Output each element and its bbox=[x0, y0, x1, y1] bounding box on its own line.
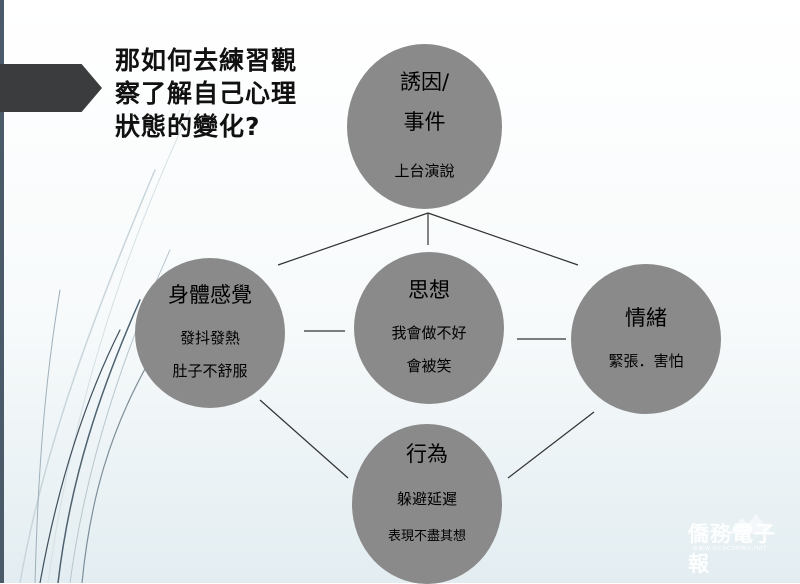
node-body-line: 肚子不舒服 bbox=[172, 362, 248, 380]
node-trigger-heading2: 事件 bbox=[403, 110, 446, 134]
node-emotion-line: 緊張．害怕 bbox=[608, 351, 684, 370]
node-body-line: 發抖發熱 bbox=[179, 329, 240, 347]
node-behavior-heading: 行為 bbox=[406, 442, 448, 466]
watermark-logo: 僑務電子報 www.ocacnews.net bbox=[688, 512, 788, 576]
arrow-banner bbox=[0, 64, 102, 112]
slide-title: 那如何去練習觀 察了解自己心理 狀態的變化? bbox=[115, 46, 298, 141]
node-behavior-line: 表現不盡其想 bbox=[387, 529, 466, 544]
node-trigger-event: 誘因/ 事件 上台演說 bbox=[347, 44, 502, 209]
node-emotion-heading: 情緒 bbox=[625, 305, 667, 330]
watermark-url: www.ocacnews.net bbox=[692, 544, 767, 552]
node-body-heading: 身體感覺 bbox=[168, 283, 252, 307]
node-emotion: 情緒 緊張．害怕 bbox=[571, 264, 721, 414]
node-thought: 思想 我會做不好 會被笑 bbox=[354, 252, 504, 404]
node-thought-line: 我會做不好 bbox=[391, 324, 467, 342]
node-trigger-detail: 上台演說 bbox=[394, 162, 455, 180]
node-body-sensation: 身體感覺 發抖發熱 肚子不舒服 bbox=[135, 258, 285, 408]
node-thought-heading: 思想 bbox=[408, 278, 450, 302]
node-behavior: 行為 躲避延遲 表現不盡其想 bbox=[352, 424, 502, 584]
connector-trigger-left bbox=[277, 212, 429, 266]
node-thought-line: 會被笑 bbox=[406, 357, 452, 375]
node-behavior-line: 躲避延遲 bbox=[396, 490, 457, 508]
mountain-icon bbox=[728, 514, 772, 534]
left-accent-bar bbox=[0, 0, 4, 583]
connector-body-behavior bbox=[259, 399, 349, 479]
node-trigger-heading: 誘因/ bbox=[399, 70, 450, 94]
connector-trigger-right bbox=[427, 212, 579, 266]
connector-emotion-behavior bbox=[507, 411, 595, 479]
watermark-text: 僑務電子報 bbox=[688, 521, 776, 576]
